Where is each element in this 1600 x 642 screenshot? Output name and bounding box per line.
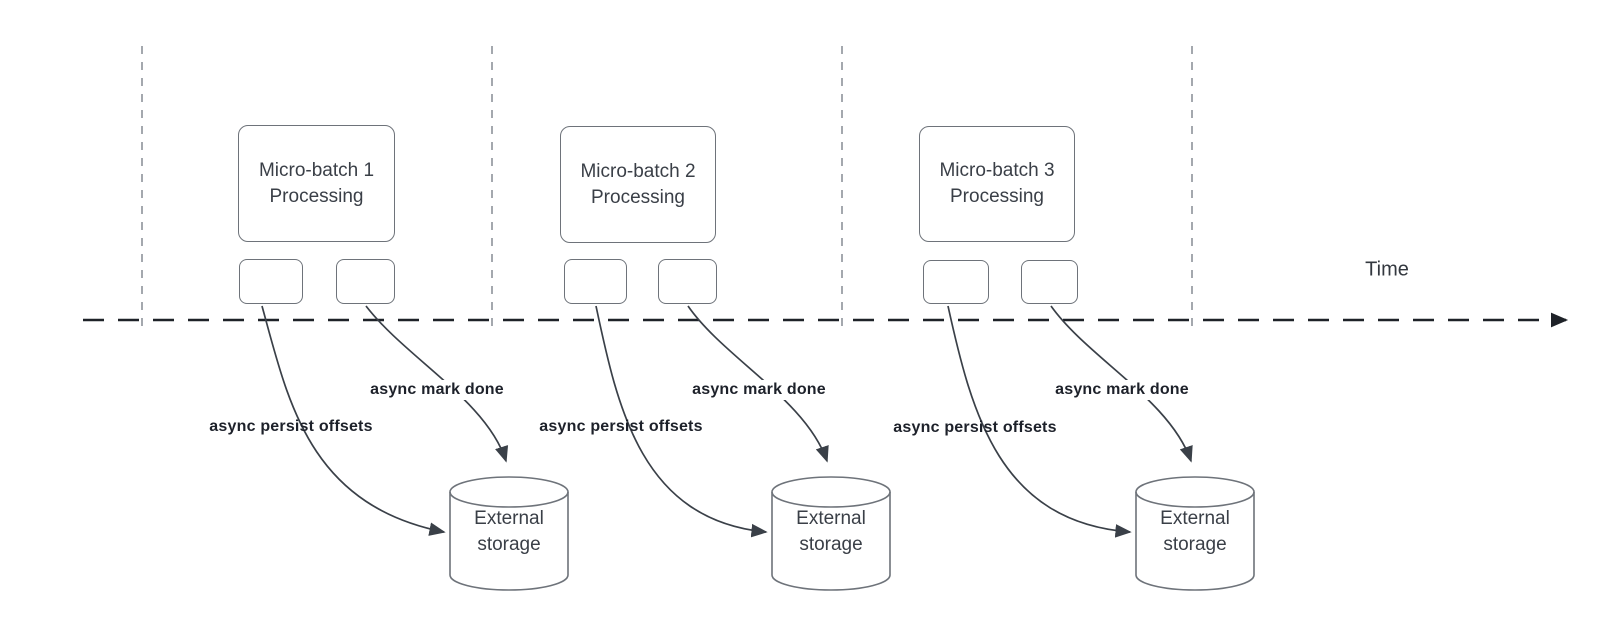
micro-batch-2-title: Micro-batch 2 Processing <box>580 160 696 208</box>
mark-done-task-box-3 <box>1021 260 1078 304</box>
mark-done-task-box-2 <box>658 259 717 304</box>
storage-cylinder-2 <box>771 476 891 591</box>
mark-done-task-box-1 <box>336 259 395 304</box>
persist-offsets-arrow-1 <box>261 305 446 536</box>
time-axis-label: Time <box>1365 258 1409 281</box>
persist-task-box-2 <box>564 259 627 304</box>
mark-done-label-3: async mark done <box>1053 380 1191 400</box>
persist-offsets-arrow-2 <box>595 305 768 538</box>
micro-batch-1-title: Micro-batch 1 Processing <box>258 159 375 207</box>
mark-done-label-1: async mark done <box>368 380 506 400</box>
micro-batch-1-box: Micro-batch 1 Processing <box>238 125 395 242</box>
persist-task-box-1 <box>239 259 303 304</box>
storage-label-2: External storage <box>796 508 866 555</box>
storage-cylinder-3 <box>1135 476 1255 591</box>
persist-offsets-label-1: async persist offsets <box>209 418 373 435</box>
persist-offsets-label-3: async persist offsets <box>893 419 1057 436</box>
micro-batch-2-box: Micro-batch 2 Processing <box>560 126 716 243</box>
storage-cylinder-1 <box>449 476 569 591</box>
micro-batch-3-title: Micro-batch 3 Processing <box>939 160 1055 207</box>
persist-offsets-label-2: async persist offsets <box>539 418 703 435</box>
storage-label-1: External storage <box>474 508 544 555</box>
persist-task-box-3 <box>923 260 989 304</box>
mark-done-label-2: async mark done <box>690 380 828 400</box>
storage-label-3: External storage <box>1160 508 1230 555</box>
persist-offsets-arrow-3 <box>947 305 1132 538</box>
micro-batch-3-box: Micro-batch 3 Processing <box>919 126 1075 242</box>
